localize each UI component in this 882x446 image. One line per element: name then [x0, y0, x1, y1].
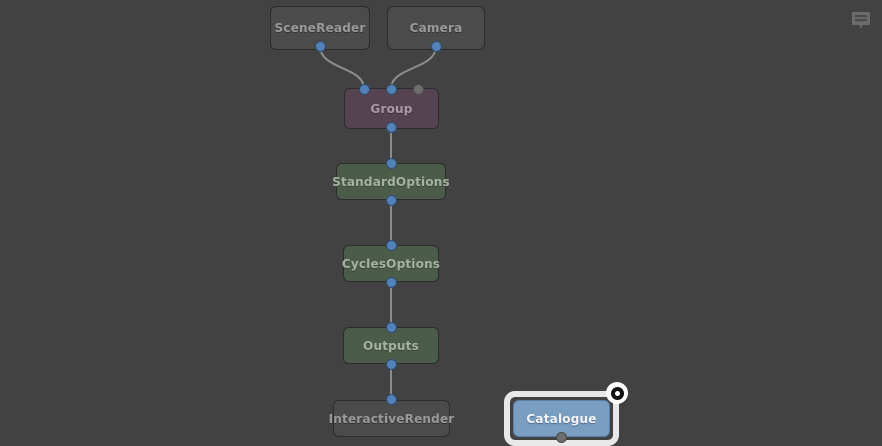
- plug-camera-out[interactable]: [430, 40, 442, 52]
- node-label: SceneReader: [274, 21, 366, 35]
- plug-cycles-options-in[interactable]: [385, 239, 397, 251]
- node-label: Group: [370, 101, 413, 116]
- plug-group-in-0[interactable]: [358, 83, 370, 95]
- node-label: Catalogue: [526, 411, 597, 426]
- bookmark-badge-icon[interactable]: [606, 382, 628, 404]
- bookmark-dot: [614, 390, 620, 396]
- node-label: CyclesOptions: [341, 256, 441, 271]
- plug-outputs-out[interactable]: [385, 358, 397, 370]
- connection-wire[interactable]: [319, 45, 365, 90]
- node-label: StandardOptions: [332, 174, 450, 189]
- node-selection-outline: [504, 391, 619, 446]
- plug-scene-reader-out[interactable]: [314, 40, 326, 52]
- node-label: InteractiveRender: [328, 411, 455, 426]
- node-interactive-render[interactable]: InteractiveRender: [329, 400, 454, 437]
- node-label: Camera: [409, 21, 463, 35]
- plug-interactive-render-in[interactable]: [385, 393, 397, 405]
- plug-standard-options-out[interactable]: [385, 194, 397, 206]
- bookmark-ring: [610, 386, 624, 400]
- connection-wire[interactable]: [390, 45, 437, 90]
- node-label: Outputs: [363, 338, 419, 353]
- plug-cycles-options-out[interactable]: [385, 276, 397, 288]
- plug-group-in-2[interactable]: [412, 83, 424, 95]
- annotation-icon[interactable]: [849, 10, 873, 32]
- plug-outputs-in[interactable]: [385, 321, 397, 333]
- plug-standard-options-in[interactable]: [385, 157, 397, 169]
- plug-group-in-1[interactable]: [385, 83, 397, 95]
- plug-catalogue-out[interactable]: [555, 431, 567, 443]
- plug-group-out[interactable]: [385, 121, 397, 133]
